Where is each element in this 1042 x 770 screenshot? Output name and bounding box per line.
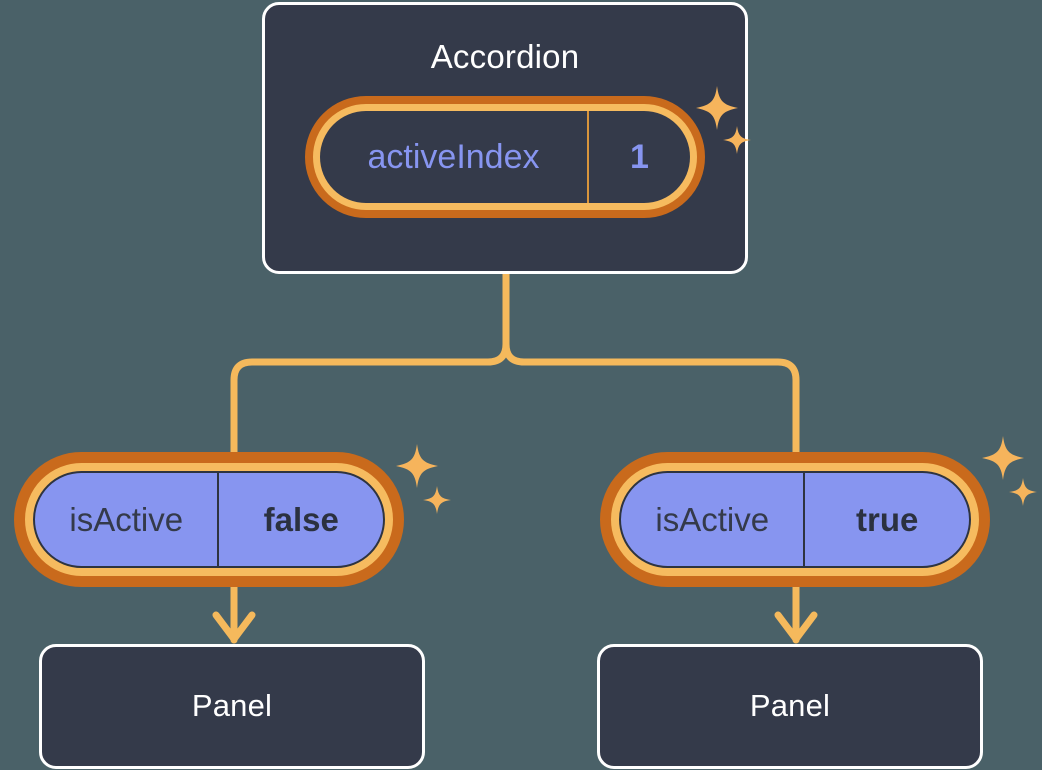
sparkle-icon	[978, 432, 1040, 508]
sparkle-icon	[690, 84, 752, 156]
state-value-label: false	[263, 500, 339, 538]
sparkle-icon	[392, 440, 454, 516]
state-pill-body: isActive true	[600, 452, 990, 587]
panel-title-left: Panel	[191, 688, 273, 723]
state-pill-isactive-false[interactable]: isActive false	[14, 452, 404, 587]
state-pill-inner: activeIndex 1	[320, 111, 690, 203]
state-pill-isactive-true[interactable]: isActive true	[600, 452, 990, 587]
state-pill-inner: isActive false	[33, 471, 385, 568]
component-title-accordion: Accordion	[430, 38, 580, 75]
state-key-label: isActive	[621, 473, 806, 566]
state-pill-inner: isActive true	[619, 471, 971, 568]
panel-title-right: Panel	[749, 688, 831, 723]
panel-card-left[interactable]: Panel	[39, 644, 425, 769]
state-pill-body: isActive false	[14, 452, 404, 587]
state-pill-body: activeIndex 1	[305, 96, 705, 218]
arrowhead-right-icon	[774, 611, 818, 643]
connector-root-to-left	[230, 270, 510, 456]
arrowhead-left-icon	[212, 611, 256, 643]
state-pill-activeindex[interactable]: activeIndex 1	[305, 96, 705, 218]
state-value-label: true	[856, 500, 919, 538]
state-key-label: isActive	[35, 473, 220, 566]
state-value-label: 1	[630, 137, 649, 176]
connector-root-to-right	[502, 270, 800, 456]
panel-card-right[interactable]: Panel	[597, 644, 983, 769]
state-key-label: activeIndex	[320, 111, 589, 203]
